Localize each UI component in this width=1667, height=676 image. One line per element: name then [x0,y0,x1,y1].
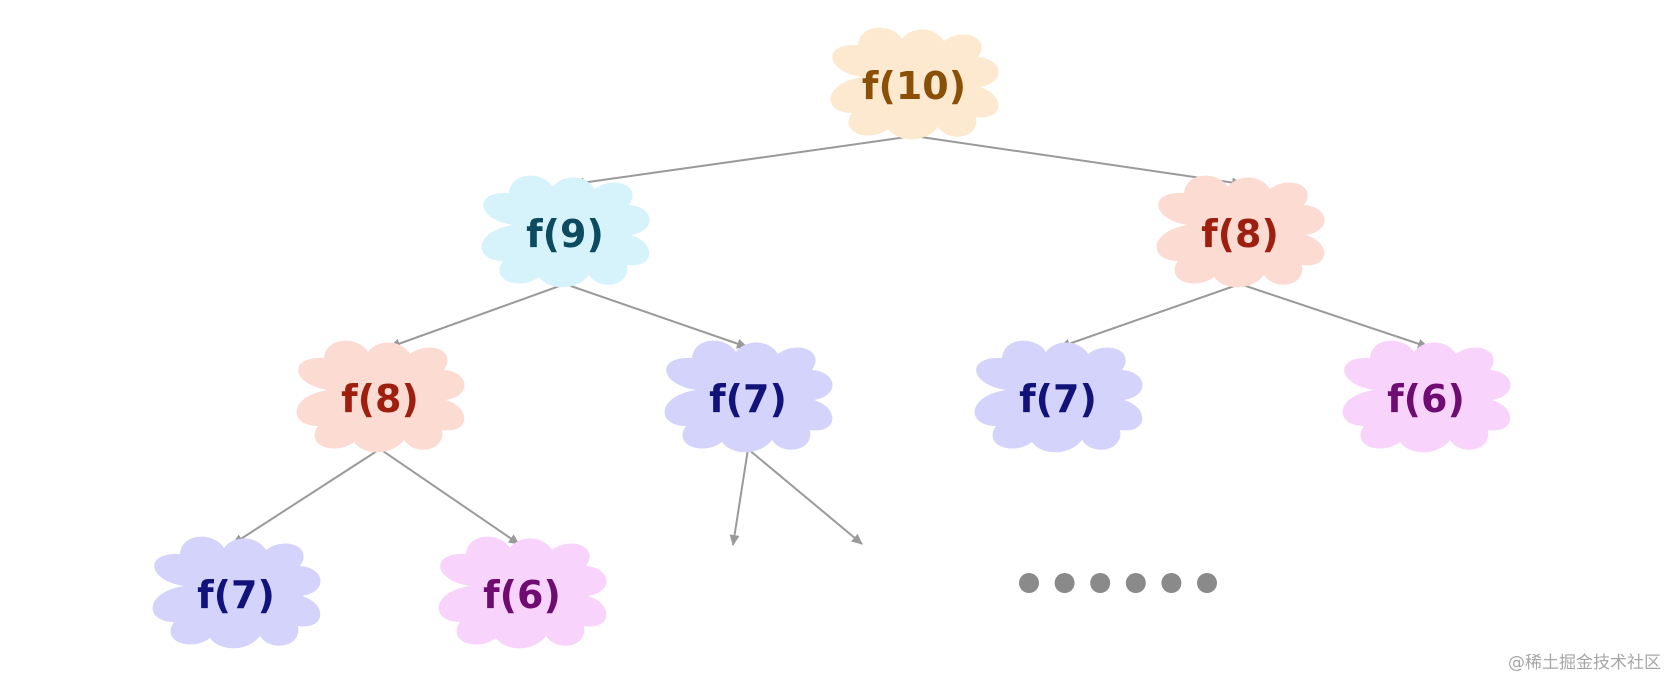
watermark: @稀土掘金技术社区 [1508,653,1661,673]
ellipsis-dot [1054,573,1075,593]
node-label: f(6) [1387,377,1465,421]
tree-node-n6b: f(6) [438,536,607,649]
node-label: f(6) [483,573,561,617]
node-label: f(10) [862,64,966,108]
edge-n8a-n6b [379,448,520,545]
cloud-shape [481,175,650,288]
tree-node-n7b: f(7) [974,340,1143,453]
cloud-shape [1342,340,1511,453]
edge-n10-n8b [913,135,1243,188]
node-label: f(7) [1019,377,1097,421]
edge-n9-n8a [389,283,566,349]
edge-n8b-n6a [1239,283,1429,349]
ellipsis-dots [1019,573,1217,593]
node-label: f(8) [1201,212,1279,256]
tree-node-n8a: f(8) [296,340,465,453]
ellipsis-dot [1161,573,1182,593]
cloud-shape [152,536,321,649]
tree-node-n7a: f(7) [664,340,833,453]
node-label: f(7) [197,573,275,617]
ellipsis-dot [1090,573,1111,593]
nodes-layer: f(10) f(9) f(8) f(8) f(7) f(7) f(6) f(7) f(6) [152,27,1511,649]
edge-dangling-2 [747,448,863,545]
tree-node-n8b: f(8) [1156,175,1325,288]
tree-node-n10: f(10) [830,27,999,140]
node-label: f(7) [709,377,787,421]
edge-n8a-n7c [232,448,381,545]
cloud-shape [1156,175,1325,288]
edges-layer [232,135,1429,546]
node-label: f(9) [526,212,604,256]
cloud-shape [438,536,607,649]
tree-node-n7c: f(7) [152,536,321,649]
edge-n8b-n7b [1059,283,1241,349]
edge-n10-n9 [573,135,915,188]
ellipsis-dot [1125,573,1146,593]
ellipsis-dot [1019,573,1039,593]
cloud-shape [296,340,465,453]
ellipsis-dot [1197,573,1217,593]
edge-n9-n7a [564,283,748,349]
cloud-shape [974,340,1143,453]
edge-dangling-1 [729,448,749,546]
node-label: f(8) [341,377,419,421]
cloud-shape [830,27,999,140]
tree-node-n9: f(9) [481,175,650,288]
tree-node-n6a: f(6) [1342,340,1511,453]
cloud-shape [664,340,833,453]
